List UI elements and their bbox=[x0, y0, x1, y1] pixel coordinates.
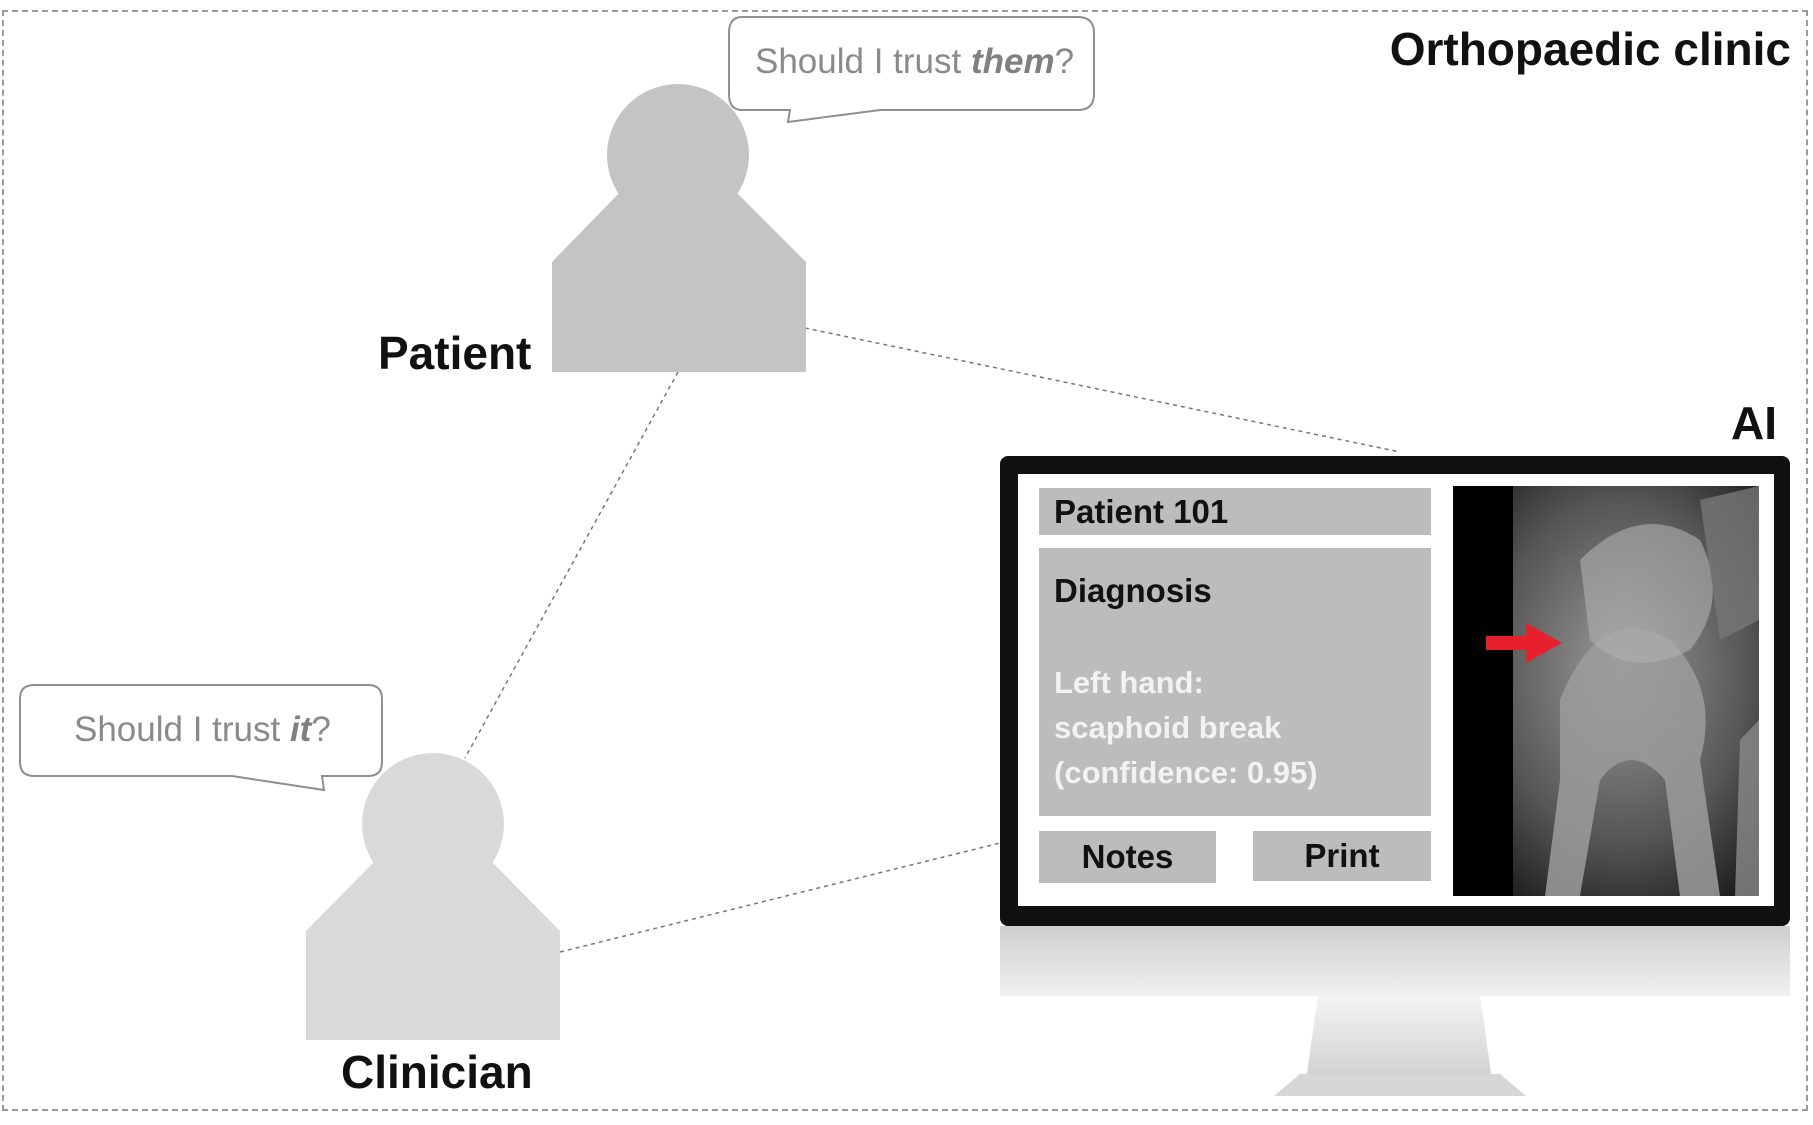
patient-label: Patient bbox=[378, 327, 532, 379]
patient-clinician-link bbox=[464, 371, 679, 759]
patient-speech-text: Should I trust them? bbox=[755, 42, 1075, 81]
patient-figure-icon bbox=[552, 84, 806, 372]
diagnosis-heading: Diagnosis bbox=[1054, 572, 1212, 609]
xray-image bbox=[1453, 486, 1759, 896]
patient-speech-emphasis: them bbox=[970, 42, 1055, 81]
patient-id-header: Patient 101 bbox=[1039, 488, 1431, 535]
monitor-base bbox=[1274, 1074, 1526, 1096]
clinician-figure-icon bbox=[306, 753, 560, 1040]
scene-frame bbox=[2, 10, 1808, 1111]
diagnosis-line-3: (confidence: 0.95) bbox=[1054, 755, 1318, 790]
clinician-label: Clinician bbox=[341, 1046, 533, 1098]
diagnosis-line-2: scaphoid break bbox=[1054, 710, 1282, 745]
ai-label: AI bbox=[1731, 397, 1777, 449]
diagnosis-line-1: Left hand: bbox=[1054, 665, 1204, 700]
notes-button[interactable]: Notes bbox=[1039, 831, 1216, 883]
setting-title: Orthopaedic clinic bbox=[1389, 23, 1791, 75]
diagnosis-panel: Diagnosis Left hand: scaphoid break (con… bbox=[1039, 548, 1431, 816]
clinician-speech-text: Should I trust it? bbox=[74, 710, 331, 749]
clinician-speech-emphasis: it bbox=[289, 710, 312, 749]
arrow-right-icon bbox=[1486, 623, 1562, 663]
monitor-chin bbox=[1000, 926, 1790, 996]
diagnosis-result: Left hand: scaphoid break (confidence: 0… bbox=[1054, 660, 1318, 795]
patient-id-text: Patient 101 bbox=[1054, 493, 1229, 530]
print-button[interactable]: Print bbox=[1253, 831, 1431, 881]
patient-speech-bubble bbox=[728, 16, 1095, 124]
clinician-speech-bubble bbox=[19, 684, 383, 792]
patient-ai-link bbox=[804, 327, 1401, 453]
clinician-ai-link bbox=[559, 842, 1001, 953]
monitor-stand bbox=[1306, 996, 1492, 1080]
